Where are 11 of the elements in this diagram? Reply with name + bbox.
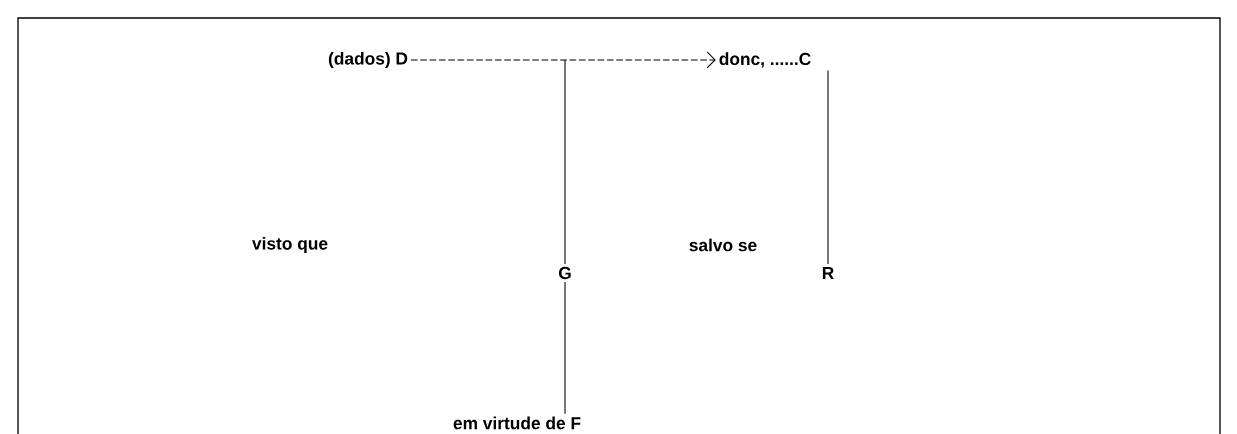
connector-line xyxy=(827,70,829,265)
label-text: (dados) D xyxy=(328,51,408,69)
label-text: G xyxy=(559,266,571,280)
label-text: salvo se xyxy=(689,238,757,252)
label-text: visto que xyxy=(252,236,328,254)
label-text: em virtude de F xyxy=(453,416,581,430)
connector-line xyxy=(564,281,566,415)
connector-line xyxy=(564,59,566,265)
arrow xyxy=(410,51,716,69)
label-text: donc, ......C xyxy=(719,52,811,68)
label-text: R xyxy=(822,267,834,279)
